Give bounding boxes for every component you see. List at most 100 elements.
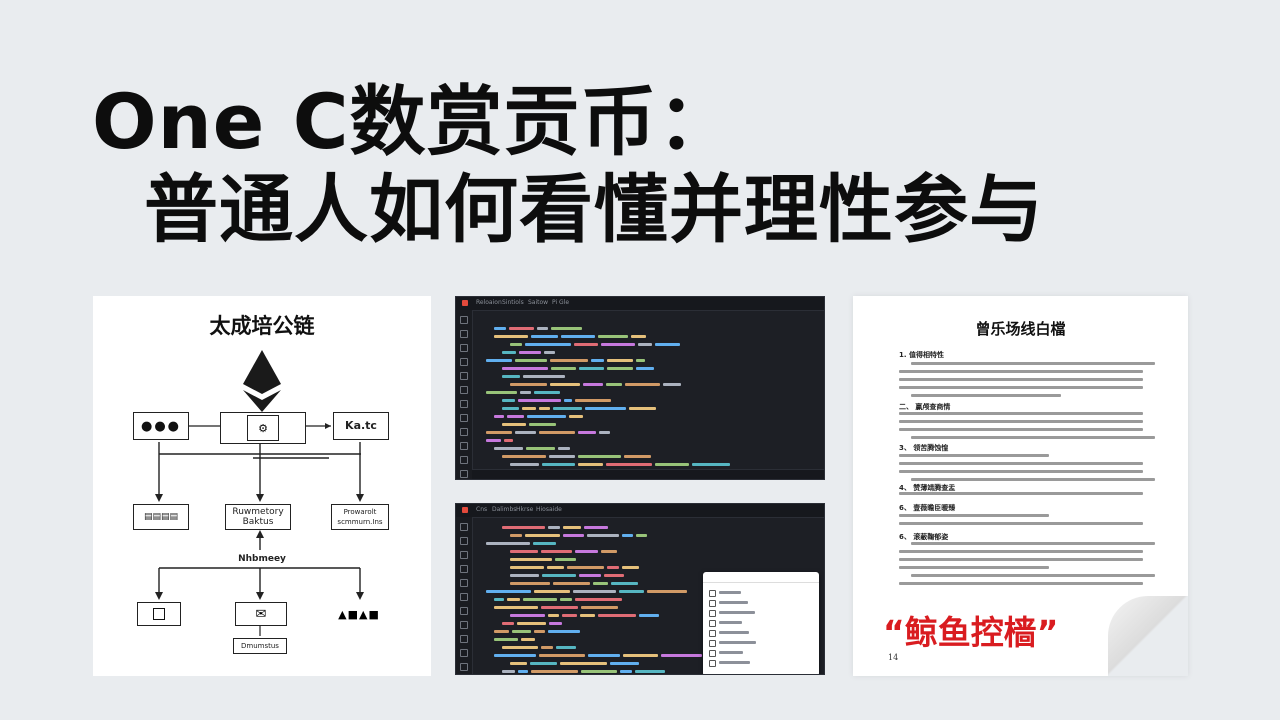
code-token xyxy=(578,455,621,458)
code-token xyxy=(529,423,556,426)
node-core: ⚙ xyxy=(220,412,306,444)
editor-2-menu-3[interactable]: Hkrse xyxy=(516,506,534,513)
context-menu-item[interactable] xyxy=(719,641,756,644)
code-token xyxy=(636,534,647,537)
code-token xyxy=(619,590,644,593)
code-editor-2: Cns Dalimbs Hkrse Hiosaide xyxy=(455,503,825,675)
code-token xyxy=(567,566,604,569)
code-token xyxy=(558,447,570,450)
code-token xyxy=(494,654,536,657)
node-mail: ✉ xyxy=(235,602,287,626)
code-token xyxy=(556,646,576,649)
section-heading-2: 二、 赢颅查商情 xyxy=(899,403,951,411)
section-heading-1: 1. 值得相特性 xyxy=(899,351,944,359)
code-token xyxy=(502,399,515,402)
code-token xyxy=(534,391,560,394)
editor-1-menu-4[interactable]: Pi Gle xyxy=(552,299,570,306)
text-line xyxy=(899,566,1049,569)
code-token xyxy=(494,327,506,330)
code-token xyxy=(639,614,659,617)
code-token xyxy=(534,590,570,593)
code-token xyxy=(550,383,580,386)
code-token xyxy=(502,407,519,410)
code-token xyxy=(510,566,544,569)
text-line xyxy=(899,558,1143,561)
text-line xyxy=(899,522,1143,525)
context-menu-item[interactable] xyxy=(719,631,749,634)
users-icon: ●●● xyxy=(140,418,182,434)
node-qr xyxy=(137,602,181,626)
code-token xyxy=(502,455,546,458)
code-token xyxy=(486,590,531,593)
code-token xyxy=(551,367,576,370)
editor-1-menu-1[interactable]: Reloaion xyxy=(476,299,502,306)
code-token xyxy=(553,582,590,585)
code-token xyxy=(523,375,565,378)
stamp-text: “鲸鱼控樯” xyxy=(883,613,1059,652)
editor-1-activity-bar[interactable] xyxy=(456,310,473,479)
editor-1-menu-2[interactable]: Sintiols xyxy=(502,299,524,306)
code-token xyxy=(655,343,680,346)
code-token xyxy=(510,534,522,537)
code-token xyxy=(494,415,504,418)
code-editor-1: Reloaion Sintiols Saitow Pi Gle xyxy=(455,296,825,480)
code-token xyxy=(502,646,538,649)
code-token xyxy=(531,335,558,338)
code-token xyxy=(606,383,622,386)
code-token xyxy=(580,614,595,617)
context-menu-item-icon xyxy=(709,620,716,627)
context-menu-item[interactable] xyxy=(719,611,755,614)
context-menu-item-icon xyxy=(709,640,716,647)
node-memory: Ruwmetory Baktus xyxy=(225,504,291,530)
context-menu-item[interactable] xyxy=(719,621,742,624)
code-token xyxy=(534,630,545,633)
editor-2-menu-1[interactable]: Cns xyxy=(476,506,488,513)
editor-2-menu-4[interactable]: Hiosaide xyxy=(536,506,562,513)
code-token xyxy=(655,463,689,466)
code-token xyxy=(494,638,518,641)
context-menu-item[interactable] xyxy=(719,661,750,664)
community-icon: ▲■▲■ xyxy=(338,607,380,621)
context-menu[interactable] xyxy=(703,572,819,674)
code-token xyxy=(563,526,581,529)
node-bottom-label: Dmumstus xyxy=(241,642,279,650)
code-token xyxy=(542,574,576,577)
context-menu-item[interactable] xyxy=(719,651,743,654)
context-menu-item-icon xyxy=(709,660,716,667)
code-token xyxy=(622,566,639,569)
code-token xyxy=(512,630,531,633)
context-menu-item[interactable] xyxy=(719,591,741,594)
code-token xyxy=(515,431,536,434)
context-menu-item[interactable] xyxy=(719,601,748,604)
code-token xyxy=(521,638,535,641)
ethereum-diamond-icon xyxy=(243,350,281,412)
code-token xyxy=(494,606,538,609)
text-line xyxy=(899,462,1143,465)
code-token xyxy=(509,327,534,330)
code-token xyxy=(515,359,547,362)
code-token xyxy=(544,351,555,354)
code-token xyxy=(607,359,633,362)
editor-2-activity-bar[interactable] xyxy=(456,517,473,674)
editor-1-menu-3[interactable]: Saitow xyxy=(528,299,549,306)
editor-2-menu-2[interactable]: Dalimbs xyxy=(492,506,517,513)
text-line xyxy=(899,582,1143,585)
node-memory-label: Ruwmetory Baktus xyxy=(232,507,284,527)
editor-logo-icon xyxy=(462,300,468,306)
code-token xyxy=(661,654,702,657)
code-token xyxy=(502,375,520,378)
code-token xyxy=(593,582,608,585)
code-token xyxy=(518,399,561,402)
code-token xyxy=(636,359,645,362)
code-token xyxy=(548,614,559,617)
code-token xyxy=(530,662,557,665)
code-token xyxy=(527,415,566,418)
code-token xyxy=(542,463,575,466)
code-token xyxy=(533,542,556,545)
code-token xyxy=(510,662,527,665)
node-users: ●●● xyxy=(133,412,189,440)
code-token xyxy=(553,407,582,410)
code-token xyxy=(531,670,578,673)
code-token xyxy=(519,351,541,354)
text-line xyxy=(899,378,1143,381)
